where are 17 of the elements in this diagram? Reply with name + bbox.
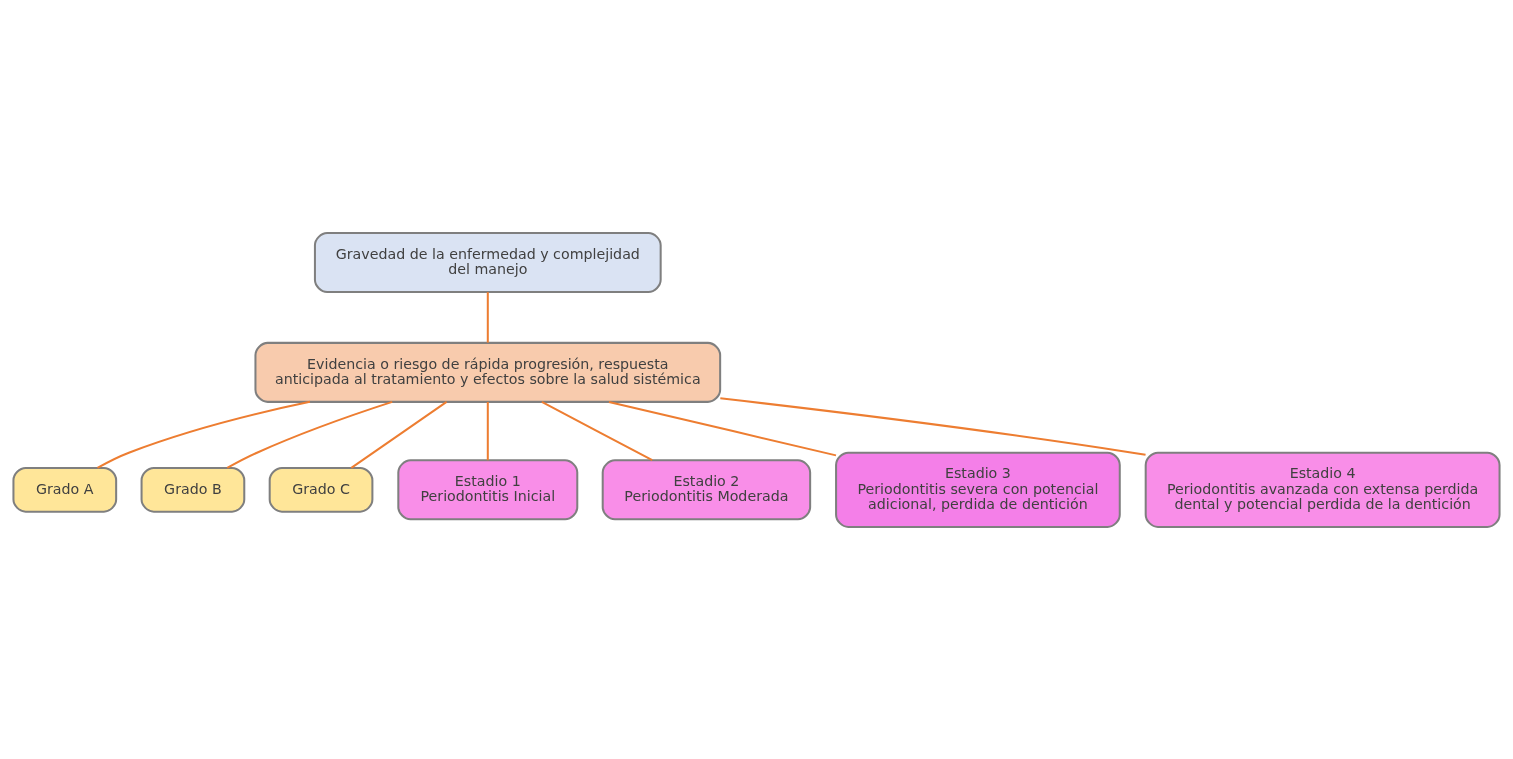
connector	[96, 400, 311, 469]
node-box: Estadio 1 Periodontitis Inicial	[397, 458, 579, 520]
node-box: Grado C	[268, 466, 374, 513]
node-box: Estadio 4 Periodontitis avanzada con extensa perdida dental y potencial perdida de la dentición	[1144, 451, 1501, 528]
node-box: Estadio 2 Periodontitis Moderada	[601, 458, 812, 520]
connector	[541, 400, 653, 461]
connector	[486, 401, 489, 460]
connector	[608, 400, 837, 456]
node-box: Grado B	[140, 466, 246, 513]
node-box: Evidencia o riesgo de rápida progresión, respuesta anticipada al tratamiento y efectos sobre la salud sistémica	[254, 341, 722, 403]
node-box: Estadio 3 Periodontitis severa con potencial adicional, perdida de dentición	[835, 451, 1121, 528]
node-box: Grado A	[12, 466, 118, 513]
connector	[350, 400, 448, 469]
connector	[226, 400, 393, 469]
connector	[720, 396, 1146, 456]
node-box: Gravedad de la enfermedad y complejidad del manejo	[313, 231, 662, 293]
connector	[486, 291, 489, 343]
